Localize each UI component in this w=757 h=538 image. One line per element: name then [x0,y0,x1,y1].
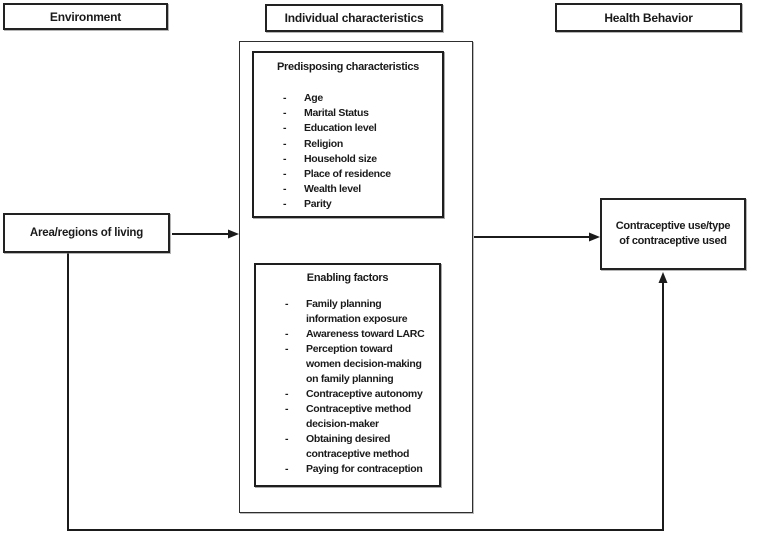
dash-bullet: - [285,403,289,415]
enabling-factors-title: Enabling factors [306,272,389,284]
dash-bullet: - [283,92,287,104]
dash-bullet: - [285,343,289,355]
dash-bullet: - [285,433,289,445]
list-item-label: Marital Status [304,107,369,120]
dash-bullet: - [285,388,289,400]
list-item-label: Perception toward women decision-making … [306,343,422,385]
health-behavior-label: Health Behavior [604,10,693,25]
list-item: - Contraceptive method decision-maker [256,402,439,432]
arrow-area-to-individual [172,229,239,239]
environment-header-box: Environment [3,3,168,30]
list-item: - Place of residence [254,167,442,182]
list-item-label: Education level [304,122,377,135]
list-item-label: Obtaining desired contraceptive method [306,433,410,460]
list-item: - Age [254,91,442,106]
area-regions-box: Area/regions of living [3,213,170,253]
individual-characteristics-label: Individual characteristics [284,11,424,25]
list-item-label: Awareness toward LARC [306,328,425,340]
list-item: - Contraceptive autonomy [256,387,439,402]
dash-bullet: - [283,152,287,165]
arrow-individual-to-outcome [474,232,600,242]
list-item: - Education level [254,121,442,136]
list-item: - Marital Status [254,106,442,121]
predisposing-box: Predisposing characteristics - Age - Mar… [252,51,444,218]
dash-bullet: - [283,107,287,120]
list-item: - Awareness toward LARC [256,327,439,342]
individual-characteristics-header-box: Individual characteristics [265,4,443,32]
list-item: - Family planning information exposure [256,297,439,327]
individual-characteristics-container: Predisposing characteristics - Age - Mar… [239,41,473,513]
environment-label: Environment [49,9,122,24]
list-item: - Wealth level [254,182,442,197]
enabling-factors-list: - Family planning information exposure -… [256,297,439,477]
health-behavior-header-box: Health Behavior [555,3,742,32]
list-item: - Religion [254,137,442,152]
list-item-label: Contraceptive method decision-maker [306,403,411,430]
list-item-label: Paying for contraception [306,463,423,475]
dash-bullet: - [285,328,289,340]
list-item: - Perception toward women decision-makin… [256,342,439,387]
dash-bullet: - [283,137,287,150]
contraceptive-use-outcome-box: Contraceptive use/type of contraceptive … [600,198,746,270]
list-item-label: Household size [304,152,377,165]
list-item: - Household size [254,152,442,167]
list-item-label: Place of residence [304,168,391,181]
predisposing-list: - Age - Marital Status - Education level [254,91,442,213]
dash-bullet: - [285,298,289,310]
list-item: - Paying for contraception [256,462,439,477]
dash-bullet: - [283,198,287,211]
list-item-label: Age [304,92,323,104]
area-regions-label: Area/regions of living [29,227,144,239]
dash-bullet: - [283,122,287,135]
list-item-label: Contraceptive autonomy [306,388,423,400]
list-item-label: Family planning information exposure [306,298,408,325]
predisposing-title: Predisposing characteristics [277,61,419,73]
enabling-factors-box: Enabling factors - Family planning infor… [254,263,441,487]
list-item-label: Parity [304,198,332,211]
dash-bullet: - [285,463,289,475]
list-item: - Parity [254,197,442,212]
dash-bullet: - [283,183,287,196]
list-item: - Obtaining desired contraceptive method [256,432,439,462]
list-item-label: Religion [304,137,344,150]
dash-bullet: - [283,168,287,181]
list-item-label: Wealth level [304,183,361,196]
contraceptive-use-label: Contraceptive use/type of contraceptive … [615,220,731,247]
